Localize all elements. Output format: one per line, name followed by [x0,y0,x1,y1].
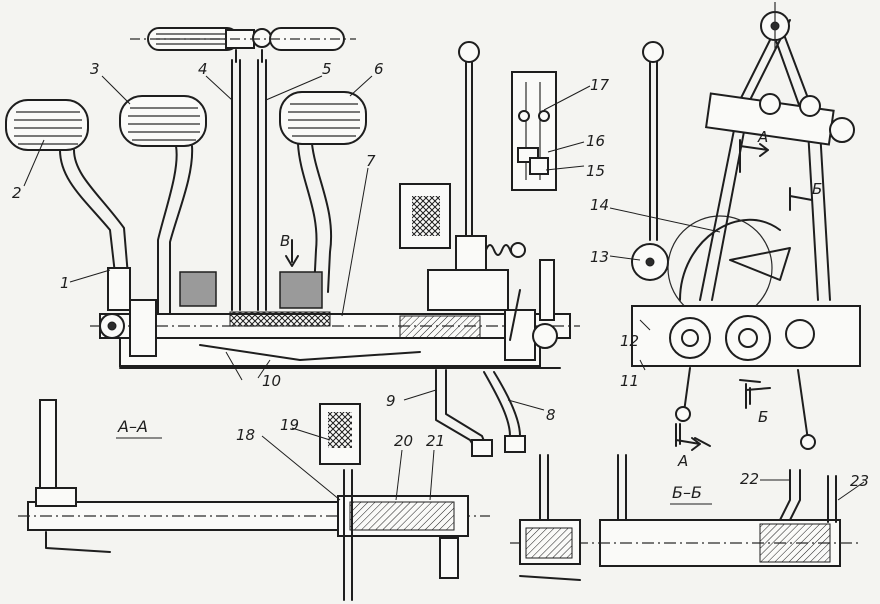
cut-markers [285,139,813,451]
callout-10: 10 [262,372,281,390]
callout-15: 15 [586,162,605,180]
section-bb-label: Б–Б [672,483,702,502]
pedal-2 [5,99,131,311]
pedal-6 [279,91,367,293]
main-shaft [90,271,580,369]
pedal-3 [119,95,207,331]
callout-labels: 1 2 3 4 5 6 7 8 9 10 11 12 13 14 15 16 1… [12,60,869,490]
marker-letters: А Б Б А В [280,128,822,470]
section-aa-label: А–А [117,417,148,436]
callout-16: 16 [586,132,605,150]
section-bb [510,454,860,581]
arrow-v-label: В [280,232,290,250]
cut-marker-a-top: А [757,128,768,146]
callout-23: 23 [850,472,869,490]
detail-15-17 [511,71,557,191]
callout-17: 17 [590,76,610,94]
cut-marker-a-bottom: А [677,452,688,470]
callout-2: 2 [12,184,22,202]
callout-4: 4 [198,60,208,78]
lower-pedal-arms [435,369,526,457]
callout-9: 9 [386,392,396,410]
hand-lever-rods [231,49,267,311]
section-titles: А–А Б–Б [116,417,712,505]
cut-marker-b-top: Б [812,180,822,198]
callout-22: 22 [740,470,759,488]
callout-6: 6 [374,60,384,78]
cut-marker-b-bottom: Б [758,408,768,426]
callout-11: 11 [620,372,639,390]
leader-lines [23,75,865,501]
spring-linkage [427,41,555,341]
callout-14: 14 [590,196,609,214]
callout-8: 8 [546,406,556,424]
callout-13: 13 [590,248,609,266]
callout-19: 19 [280,416,299,434]
callout-21: 21 [426,432,445,450]
callout-12: 12 [620,332,639,350]
hand-levers-top [130,27,356,51]
callout-1: 1 [60,274,70,292]
callout-20: 20 [394,432,413,450]
section-aa [18,399,490,601]
callout-7: 7 [366,152,376,170]
right-mechanism [631,2,861,450]
hatched-patch-upper [399,183,451,249]
callout-3: 3 [90,60,100,78]
callout-18: 18 [236,426,255,444]
callout-5: 5 [322,60,332,78]
